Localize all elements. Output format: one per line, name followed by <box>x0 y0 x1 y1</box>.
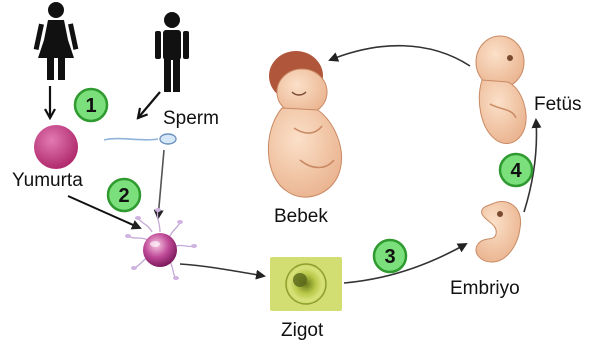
fetus-icon <box>476 36 526 144</box>
fertilization-to-zygote-arrow <box>180 264 264 276</box>
label-sperm: Sperm <box>163 108 219 130</box>
step-badge-4: 4 <box>500 154 532 186</box>
sperm-to-fertilization-arrow <box>158 150 164 218</box>
label-yumurta: Yumurta <box>12 170 83 192</box>
woman-icon <box>34 2 79 80</box>
label-zigot: Zigot <box>281 320 323 342</box>
zygote-icon <box>270 257 342 311</box>
step-badge-2: 2 <box>108 179 140 211</box>
sperm-cell-icon <box>104 134 176 144</box>
svg-text:1: 1 <box>85 95 96 117</box>
step-badge-3: 3 <box>374 240 406 272</box>
label-fetus: Fetüs <box>534 94 582 116</box>
label-bebek: Bebek <box>274 206 328 228</box>
egg-cell-icon <box>34 125 78 169</box>
fertilization-icon <box>125 208 197 280</box>
man-to-sperm-arrow <box>138 92 160 118</box>
man-icon <box>155 12 189 92</box>
svg-text:2: 2 <box>118 185 129 207</box>
embryo-icon <box>476 201 521 262</box>
step-badge-1: 1 <box>75 89 107 121</box>
label-embriyo: Embriyo <box>450 278 520 300</box>
svg-text:3: 3 <box>384 246 395 268</box>
fetus-to-baby-arrow <box>330 46 470 66</box>
baby-icon <box>268 51 341 197</box>
svg-text:4: 4 <box>510 160 522 182</box>
